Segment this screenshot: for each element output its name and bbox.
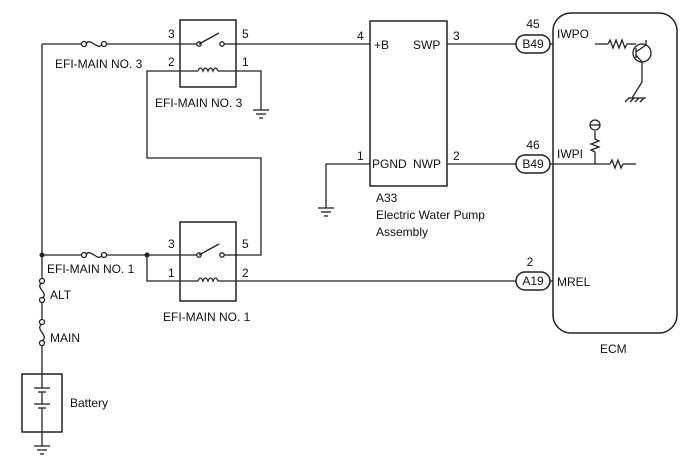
ecm-unit: IWPO IWPI MREL ECM (552, 12, 678, 356)
pump-code: A33 (376, 191, 398, 205)
water-pump-assembly: +B SWP PGND NWP 4 3 1 2 A33 Electric Wat… (357, 20, 485, 239)
ecm-input-pullup (553, 119, 636, 170)
ecm-signal-iwpi: IWPI (557, 147, 583, 161)
relay-efi-main-no1: 3 1 5 2 EFI-MAIN NO. 1 (163, 221, 251, 324)
connector-pin: 46 (526, 138, 540, 152)
pump-pin-nwp: 2 (453, 149, 460, 163)
battery-label: Battery (70, 396, 108, 410)
connector-a19-2: A19 2 (515, 255, 551, 291)
connector-b49-46: B49 46 (515, 138, 551, 174)
pump-terminal-b: +B (374, 38, 389, 52)
relay3-pin-2: 2 (168, 55, 175, 69)
fuse-label-alt: ALT (50, 288, 72, 302)
relay3-pin-5: 5 (242, 27, 249, 41)
pump-terminal-nwp: NWP (413, 157, 441, 171)
fuse-label-main: MAIN (50, 331, 80, 345)
pump-name-line1: Electric Water Pump (376, 208, 485, 222)
relay1-pin-1: 1 (168, 266, 175, 280)
connector-pin: 45 (526, 17, 540, 31)
fuse-label-efi-main-no1: EFI-MAIN NO. 1 (47, 262, 135, 276)
fuse-alt: ALT (38, 277, 72, 304)
relay1-pin-2: 2 (242, 266, 249, 280)
wires (41, 43, 553, 282)
relay3-pin-3: 3 (168, 27, 175, 41)
ecm-signal-iwpo: IWPO (557, 27, 589, 41)
fuse-efi-main-no3: EFI-MAIN NO. 3 (55, 40, 143, 71)
fuse-main: MAIN (38, 318, 80, 347)
ground-symbol-relay3 (253, 109, 269, 119)
battery: Battery (21, 373, 108, 455)
pump-pin-pgnd: 1 (357, 149, 364, 163)
fuse-label-efi-main-no3: EFI-MAIN NO. 3 (55, 57, 143, 71)
connector-code: B49 (522, 37, 544, 51)
ecm-output-transistor (595, 38, 652, 103)
ground-symbol-pump (318, 207, 334, 217)
fuse-efi-main-no1: EFI-MAIN NO. 1 (47, 251, 135, 276)
pump-name-line2: Assembly (376, 225, 428, 239)
connector-b49-45: B49 45 (515, 17, 551, 54)
connector-pin: 2 (527, 255, 534, 269)
pump-pin-b: 4 (357, 29, 364, 43)
junction-dots (39, 161, 598, 258)
relay-efi-main-no3: 3 2 5 1 EFI-MAIN NO. 3 (155, 19, 249, 110)
pump-terminal-pgnd: PGND (372, 157, 407, 171)
ecm-signal-mrel: MREL (557, 275, 591, 289)
relay-label-efi-main-no3: EFI-MAIN NO. 3 (155, 96, 243, 110)
relay1-pin-5: 5 (242, 237, 249, 251)
connector-code: B49 (522, 157, 544, 171)
relay3-pin-1: 1 (242, 55, 249, 69)
relay-label-efi-main-no1: EFI-MAIN NO. 1 (163, 310, 251, 324)
pump-terminal-swp: SWP (413, 38, 440, 52)
connector-code: A19 (522, 274, 544, 288)
ecm-label: ECM (600, 342, 627, 356)
relay1-pin-3: 3 (168, 237, 175, 251)
pump-pin-swp: 3 (453, 29, 460, 43)
